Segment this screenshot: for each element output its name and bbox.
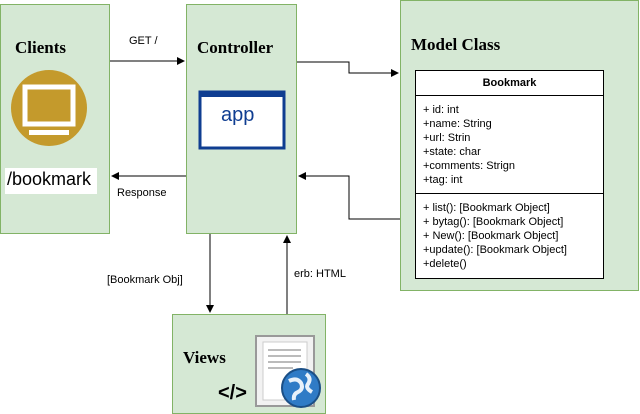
- method: + bytag(): [Bookmark Object]: [423, 216, 564, 228]
- clients-box: Clients /bookmark: [0, 4, 110, 234]
- controller-box: Controller app: [186, 4, 297, 234]
- model-title: Model Class: [411, 35, 501, 54]
- views-title: Views: [183, 348, 226, 367]
- method: + New(): [Bookmark Object]: [423, 230, 559, 242]
- attribute: +tag: int: [423, 174, 463, 186]
- class-name: Bookmark: [416, 71, 603, 96]
- bookmark-obj-label: [Bookmark Obj]: [107, 274, 183, 286]
- controller-title: Controller: [197, 38, 274, 57]
- controller-to-model-arrow: [297, 61, 399, 77]
- attribute: +url: Strin: [423, 132, 471, 144]
- erb-html-label: erb: HTML: [294, 268, 346, 280]
- method: +delete(): [423, 258, 467, 270]
- model-to-controller-arrow: [298, 172, 400, 220]
- monitor-icon: [11, 70, 87, 146]
- path-label: /bookmark: [7, 169, 92, 189]
- response-label: Response: [117, 187, 167, 199]
- clients-title: Clients: [15, 38, 66, 57]
- attribute: + id: int: [423, 104, 459, 116]
- class-divider: [416, 193, 603, 194]
- attribute: +name: String: [423, 118, 492, 130]
- methods-list: + list(): [Bookmark Object] + bytag(): […: [416, 194, 603, 271]
- attribute: +comments: Strign: [423, 160, 516, 172]
- attribute: +state: char: [423, 146, 481, 158]
- code-glyph: </>: [218, 382, 247, 404]
- web-document-icon: [255, 335, 321, 408]
- views-box: Views </>: [172, 314, 326, 414]
- get-label: GET /: [129, 35, 158, 47]
- method: + list(): [Bookmark Object]: [423, 202, 550, 214]
- attributes-list: + id: int +name: String +url: Strin +sta…: [416, 96, 603, 187]
- method: +update(): [Bookmark Object]: [423, 244, 567, 256]
- path-label-bg: [5, 168, 97, 194]
- app-label: app: [221, 104, 255, 126]
- bookmark-class: Bookmark + id: int +name: String +url: S…: [415, 70, 604, 279]
- app-window-icon: [198, 90, 286, 150]
